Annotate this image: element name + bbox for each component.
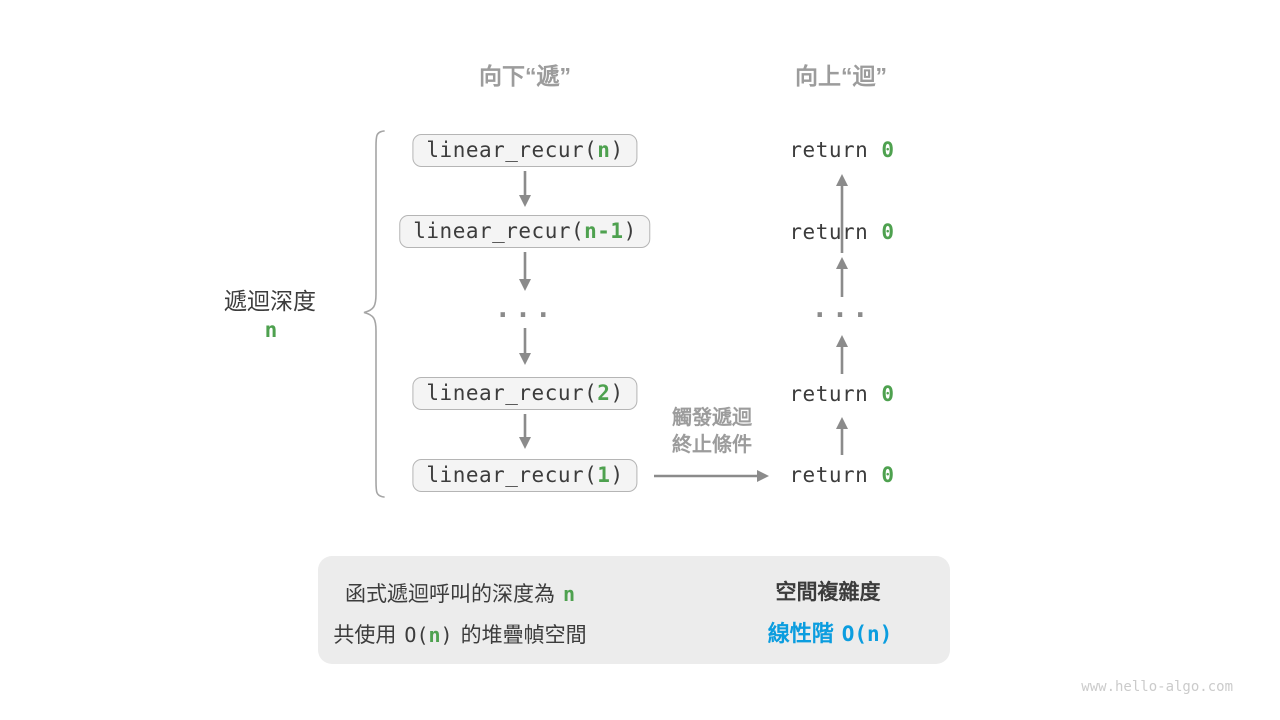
descend-column-header: 向下“遞” (479, 63, 571, 89)
return-value: 0 (881, 382, 895, 406)
call-box-2: linear_recur(2) (412, 377, 638, 410)
site-watermark: www.hello-algo.com (1081, 679, 1233, 695)
return-statement: return 0 (789, 382, 894, 406)
space-complexity-title: 空間複雜度 (775, 581, 881, 604)
return-value: 0 (881, 463, 895, 487)
call-fn-text: linear_recur( (413, 219, 585, 243)
call-box-n-1: linear_recur(n-1) (399, 215, 651, 248)
depth-brace (363, 130, 385, 498)
summary-line2-pre: 共使用 (333, 624, 397, 647)
return-keyword: return (789, 463, 882, 487)
call-close-paren: ) (610, 138, 624, 162)
summary-line2: 共使用 O(n) 的堆疊幀空間 (333, 619, 586, 649)
return-keyword: return (789, 220, 882, 244)
call-arg: n (597, 138, 611, 162)
recursion-depth-label: 遞迴深度 (224, 288, 316, 314)
return-statement: return 0 (789, 138, 894, 162)
return-statement: return 0 (789, 463, 894, 487)
call-arg: 1 (597, 463, 611, 487)
call-arg: 2 (597, 381, 611, 405)
big-o-open: O( (404, 623, 429, 647)
call-fn-text: linear_recur( (426, 463, 598, 487)
call-fn-text: linear_recur( (426, 381, 598, 405)
termination-note-line1: 觸發遞迴 (672, 407, 752, 429)
recursion-depth-value: n (264, 318, 278, 342)
termination-note-line2: 終止條件 (672, 434, 752, 456)
call-close-paren: ) (610, 381, 624, 405)
return-keyword: return (789, 138, 882, 162)
big-o-close: ) (440, 623, 453, 647)
call-box-n: linear_recur(n) (412, 134, 638, 167)
complexity-order-text: 線性階 (767, 621, 834, 646)
descend-ellipsis: ... (494, 293, 556, 324)
call-arg: n-1 (584, 219, 624, 243)
summary-line1-text: 函式遞迴呼叫的深度為 (344, 583, 555, 606)
call-close-paren: ) (610, 463, 624, 487)
return-statement: return 0 (789, 220, 894, 244)
return-value: 0 (881, 138, 895, 162)
summary-line1-value: n (562, 582, 576, 606)
space-complexity-value: 線性階 O(n) (768, 616, 893, 648)
call-box-1: linear_recur(1) (412, 459, 638, 492)
termination-note: 觸發遞迴 終止條件 (672, 405, 752, 459)
ascend-ellipsis: ... (811, 293, 873, 324)
call-fn-text: linear_recur( (426, 138, 598, 162)
summary-line2-post: 的堆疊幀空間 (460, 624, 587, 647)
return-value: 0 (881, 220, 895, 244)
big-o-n: n (428, 623, 441, 647)
summary-panel (318, 556, 950, 664)
summary-line1: 函式遞迴呼叫的深度為 n (345, 578, 575, 608)
call-close-paren: ) (623, 219, 637, 243)
complexity-big-o: O(n) (841, 622, 893, 646)
ascend-column-header: 向上“迴” (795, 63, 887, 89)
return-keyword: return (789, 382, 882, 406)
